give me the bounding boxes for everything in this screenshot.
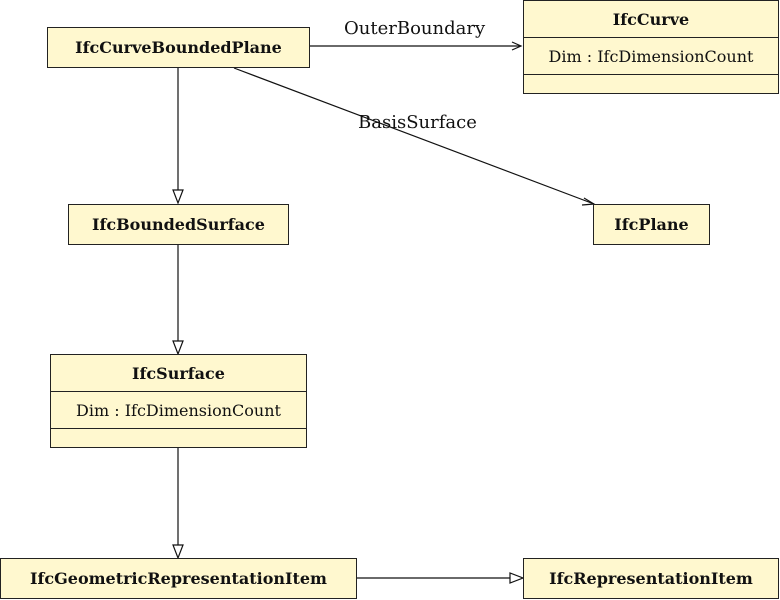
class-header: IfcSurface — [51, 355, 306, 392]
outer-boundary-arrowhead — [511, 41, 523, 51]
class-name: IfcCurveBoundedPlane — [75, 38, 282, 57]
class-name: IfcBoundedSurface — [92, 215, 265, 234]
class-name: IfcGeometricRepresentationItem — [30, 569, 327, 588]
class-ifc-curve-bounded-plane[interactable]: IfcCurveBoundedPlane — [47, 27, 310, 68]
class-ifc-geometric-representation-item[interactable]: IfcGeometricRepresentationItem — [0, 558, 357, 599]
inherit-triangle-2 — [172, 340, 184, 356]
class-name: IfcRepresentationItem — [549, 569, 753, 588]
class-attribute: Dim : IfcDimensionCount — [51, 392, 306, 429]
basis-surface-line — [233, 67, 595, 205]
class-attribute: Dim : IfcDimensionCount — [524, 38, 778, 75]
inherit-triangle-3 — [172, 544, 184, 560]
class-name: IfcPlane — [614, 215, 689, 234]
class-ifc-surface[interactable]: IfcSurface Dim : IfcDimensionCount — [50, 354, 307, 448]
class-ifc-plane[interactable]: IfcPlane — [593, 204, 710, 245]
outer-boundary-label: OuterBoundary — [344, 18, 486, 39]
inherit-triangle-4 — [509, 572, 525, 584]
basis-surface-label: BasisSurface — [358, 112, 477, 133]
class-ifc-bounded-surface[interactable]: IfcBoundedSurface — [68, 204, 289, 245]
inherit-triangle-1 — [172, 189, 184, 205]
class-ifc-curve[interactable]: IfcCurve Dim : IfcDimensionCount — [523, 0, 779, 94]
class-name: IfcSurface — [132, 363, 225, 383]
class-header: IfcCurve — [524, 1, 778, 38]
class-ifc-representation-item[interactable]: IfcRepresentationItem — [523, 558, 779, 599]
class-name: IfcCurve — [612, 9, 690, 29]
